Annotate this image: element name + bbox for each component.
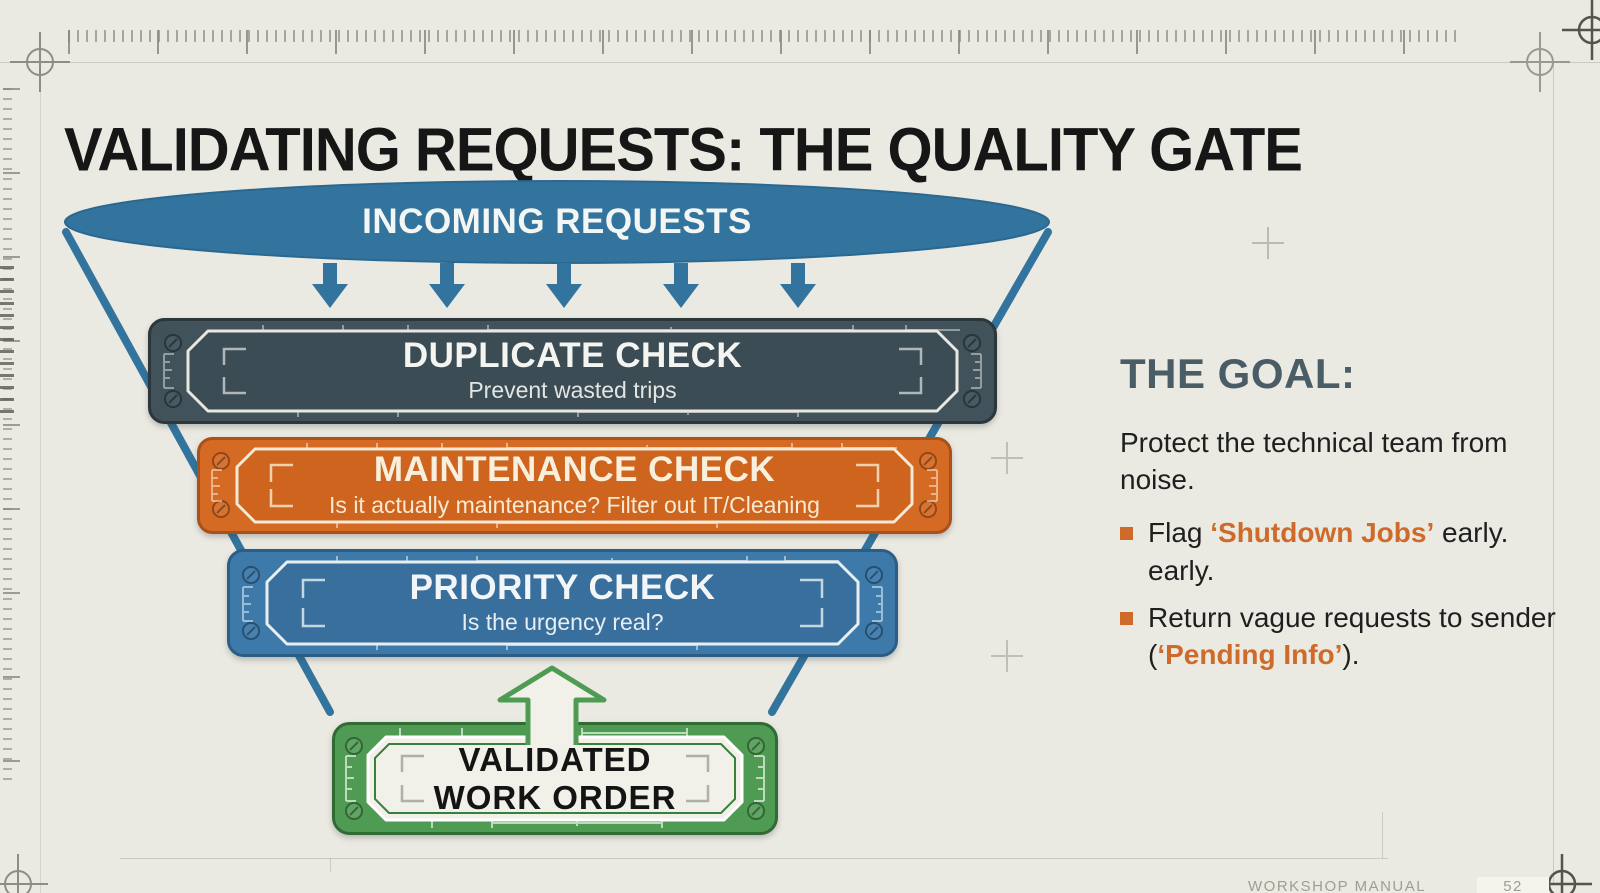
crosshair-icon bbox=[10, 32, 70, 92]
plate-frame bbox=[227, 549, 898, 657]
goal-bullet-text: Flag ‘Shutdown Jobs’ early.early. bbox=[1148, 517, 1509, 586]
validated-work-order-plate: VALIDATED WORK ORDER bbox=[332, 722, 778, 835]
down-arrows bbox=[312, 263, 816, 308]
goal-bullet: Flag ‘Shutdown Jobs’ early.early. bbox=[1120, 514, 1572, 588]
goal-heading: THE GOAL: bbox=[1120, 350, 1356, 397]
plate-frame bbox=[197, 437, 952, 534]
goal-intro: Protect the technical team from noise. bbox=[1120, 427, 1508, 496]
footer-page-number: 52 bbox=[1477, 877, 1549, 893]
goal-bullet-list: Flag ‘Shutdown Jobs’ early.early. Return… bbox=[1120, 514, 1572, 673]
incoming-requests-label: INCOMING REQUESTS bbox=[362, 202, 752, 241]
frame-line-vertical-right bbox=[1553, 62, 1554, 884]
top-ruler bbox=[68, 30, 1460, 54]
frame-line-horizontal-bottom bbox=[120, 858, 1388, 859]
goal-panel: THE GOAL: Protect the technical team fro… bbox=[1120, 350, 1572, 673]
frame-line-horizontal-top bbox=[0, 62, 1600, 63]
stage-subtext: Prevent wasted trips bbox=[468, 377, 677, 404]
left-ruler-minor-ticks bbox=[3, 88, 12, 788]
left-ruler-bold-segment bbox=[0, 266, 14, 416]
bullet-square-icon bbox=[1120, 611, 1133, 625]
footer-label: WORKSHOP MANUAL bbox=[1248, 878, 1426, 893]
bullet-square-icon bbox=[1120, 527, 1133, 541]
stage-heading: PRIORITY CHECK bbox=[409, 567, 716, 607]
frame-tick-bottom-left bbox=[330, 858, 331, 872]
crosshair-icon bbox=[1562, 0, 1600, 60]
crosshair-icon bbox=[1510, 32, 1570, 92]
goal-bullet-text: Return vague requests to sender (‘Pendin… bbox=[1148, 601, 1556, 671]
accent-text: ‘Pending Info’ bbox=[1157, 639, 1343, 671]
corner-screw-icon bbox=[345, 737, 765, 820]
corner-brackets bbox=[269, 463, 880, 508]
stage-priority-check: PRIORITY CHECK Is the urgency real? bbox=[227, 549, 898, 657]
plate-frame bbox=[148, 318, 997, 424]
stage-duplicate-check: DUPLICATE CHECK Prevent wasted trips bbox=[148, 318, 997, 424]
output-line1: VALIDATED bbox=[458, 740, 652, 778]
frame-line-vertical-left bbox=[40, 62, 41, 893]
page-title: VALIDATING REQUESTS: THE QUALITY GATE bbox=[64, 115, 1303, 185]
stage-maintenance-check: MAINTENANCE CHECK Is it actually mainten… bbox=[197, 437, 952, 534]
top-ruler-minor-ticks bbox=[68, 30, 1460, 42]
accent-text: ‘Shutdown Jobs’ bbox=[1210, 517, 1435, 549]
corner-screw-icon bbox=[164, 334, 981, 408]
corner-brackets bbox=[301, 578, 824, 628]
plus-mark-icon bbox=[1252, 227, 1284, 259]
left-ruler bbox=[0, 88, 21, 788]
corner-brackets bbox=[400, 754, 710, 803]
stage-subtext: Is the urgency real? bbox=[461, 609, 664, 636]
plus-mark-icon bbox=[991, 442, 1023, 474]
crosshair-icon bbox=[0, 854, 48, 893]
corner-brackets bbox=[222, 347, 923, 395]
output-line2: WORK ORDER bbox=[433, 778, 677, 816]
corner-screw-icon bbox=[242, 566, 883, 640]
frame-tick-bottom-right bbox=[1382, 812, 1383, 858]
plus-mark-icon bbox=[991, 640, 1023, 672]
stage-heading: MAINTENANCE CHECK bbox=[373, 450, 776, 490]
stage-subtext: Is it actually maintenance? Filter out I… bbox=[329, 491, 820, 518]
stage-heading: DUPLICATE CHECK bbox=[402, 335, 743, 375]
footer: WORKSHOP MANUAL 52 bbox=[1248, 877, 1549, 893]
goal-bullet: Return vague requests to sender (‘Pendin… bbox=[1120, 599, 1572, 673]
